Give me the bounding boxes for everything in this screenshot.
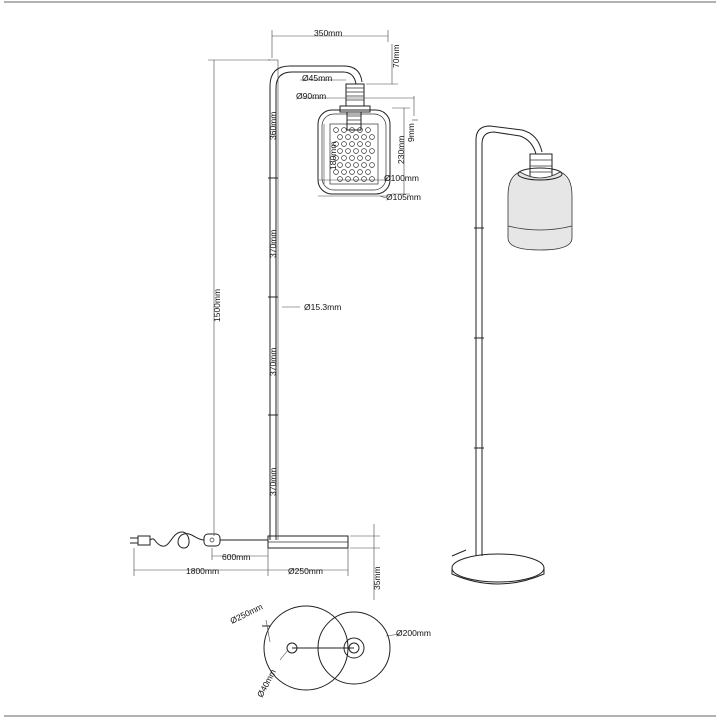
dim-shade-outer-diameter: Ø105mm [386,192,421,202]
dim-switch-distance: 600mm [222,552,250,562]
honeycomb-pattern [333,127,375,182]
dim-pole-segment-2: 370mm [268,348,278,376]
dim-top-hole-diameter: Ø40mm [255,668,278,699]
base [267,535,349,549]
dim-top-base-diameter: Ø250mm [228,601,264,625]
perspective-cable [451,549,467,557]
dim-socket-height: 70mm [391,44,401,68]
pole-outer [269,65,363,540]
perspective-socket [529,153,553,181]
dim-top-inner-diameter: Ø200mm [396,628,431,638]
perspective-pole-outer [475,125,543,556]
perspective-view [451,125,573,585]
dim-shade-arm-width: 350mm [314,28,342,38]
dim-base-diameter: Ø250mm [288,566,323,576]
cable-coil [149,531,205,549]
dim-cable-length: 1800mm [186,566,219,576]
dim-base-height: 35mm [372,566,382,590]
dim-cap-thickness: 9mm [406,123,416,142]
dim-socket-diameter: Ø45mm [302,73,332,83]
perspective-pole-inner [481,131,537,556]
perspective-base [451,553,545,583]
base-top-view: Ø250mm Ø200mm Ø40mm [228,601,430,698]
power-cable [130,531,268,549]
dim-top-segment: 360mm [268,112,278,140]
dim-pole-diameter: Ø15.3mm [304,302,341,312]
dim-pole-segment-3: 370mm [268,468,278,496]
dim-total-height: 1500mm [212,289,222,322]
dim-cap-diameter: Ø90mm [296,91,326,101]
pole-inner [275,71,357,540]
inner-socket [346,111,362,131]
dimension-lines [133,30,418,600]
inline-switch [203,533,221,547]
dim-inner-pattern-height: 180mm [328,142,338,170]
plug [137,535,151,546]
perspective-shade [507,171,573,251]
glass-shade [317,109,391,195]
dim-shade-height: 230mm [396,136,406,164]
dim-shade-inner-diameter: Ø100mm [384,173,419,183]
dim-pole-segment-1: 370mm [268,230,278,258]
front-elevation: 350mm 70mm Ø45mm Ø90mm 360mm 180mm 230mm… [130,28,421,600]
